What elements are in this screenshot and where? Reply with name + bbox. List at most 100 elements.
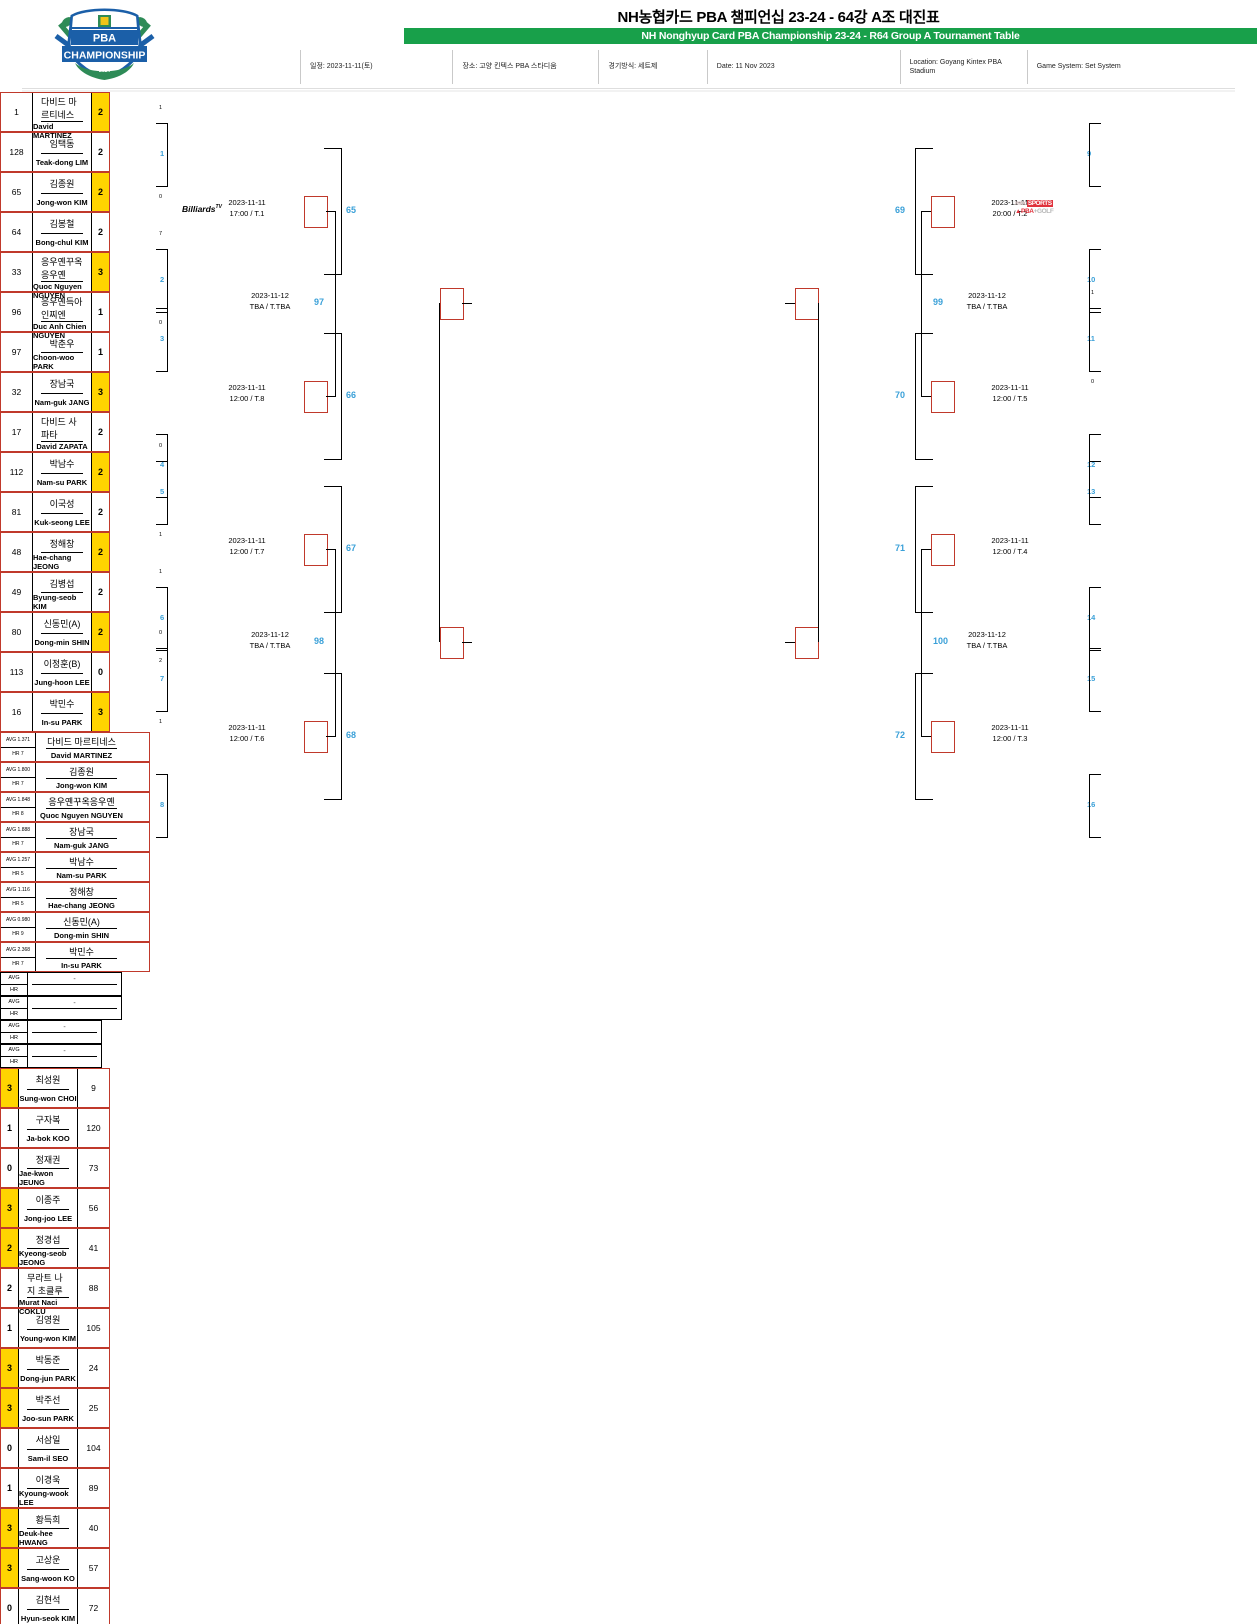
r2-player-card[interactable]: AVG 1.116 HR 5 정해창 Hae-chang JEONG	[0, 882, 150, 912]
connector-line	[1089, 371, 1101, 372]
seed-number: 24	[77, 1349, 109, 1387]
semifinal-winner-slot[interactable]	[440, 288, 464, 320]
player-name-kr: 구자복	[27, 1111, 69, 1130]
player-name: 구자복 Ja-bok KOO	[19, 1109, 77, 1147]
connector-line	[324, 148, 342, 149]
connector-line	[915, 274, 933, 275]
match-winner-slot[interactable]	[304, 196, 328, 228]
r1-match-number: 5	[160, 487, 164, 496]
seed-number: 72	[77, 1589, 109, 1624]
r2-player-card[interactable]: AVG 1.371 HR 7 다비드 마르티네스 David MARTINEZ	[0, 732, 150, 762]
r3-match-number: 100	[933, 636, 948, 646]
r2-match-meta: 2023-11-11 12:00 / T.3	[965, 722, 1055, 745]
centre-rail-left	[439, 303, 440, 642]
stat-hr-label: HR	[1, 1057, 27, 1068]
tbd-match-card[interactable]: AVG HR -	[0, 972, 122, 996]
match-winner-slot[interactable]	[931, 381, 955, 413]
match-winner-slot[interactable]	[304, 534, 328, 566]
seed-number: 17	[1, 413, 33, 451]
player-name: 응우옌꾸옥응우옌 Quoc Nguyen NGUYEN	[36, 793, 127, 821]
stat-labels: AVG HR	[1, 1045, 28, 1067]
connector-line	[1089, 837, 1101, 838]
tbd-match-card[interactable]: AVG HR -	[0, 996, 122, 1020]
player-name-en: In-su PARK	[36, 959, 127, 971]
player-name-en: Sang-woon KO	[19, 1570, 77, 1588]
match-winner-slot[interactable]	[931, 534, 955, 566]
match-winner-slot[interactable]	[931, 196, 955, 228]
r2-player-card[interactable]: AVG 1.800 HR 7 김종원 Jong-won KIM	[0, 762, 150, 792]
tbd-match-card[interactable]: AVG HR -	[0, 1020, 102, 1044]
seed-number: 105	[77, 1309, 109, 1347]
semifinal-winner-slot[interactable]	[795, 627, 819, 659]
connector-line	[156, 371, 168, 372]
player-name: 이국성 Kuk-seong LEE	[33, 493, 91, 531]
set-score-detail: 2	[159, 658, 162, 664]
tbd-match-card[interactable]: AVG HR -	[0, 1044, 102, 1068]
player-name-kr: 김봉철	[41, 215, 83, 234]
seed-number: 89	[77, 1469, 109, 1507]
connector-line	[921, 396, 931, 397]
seed-number: 128	[1, 133, 33, 171]
billiards-tv-logo: BilliardsTV	[182, 204, 222, 214]
player-name-kr: 응우옌꾸옥응우옌	[41, 255, 83, 282]
r2-player-card[interactable]: AVG 1.848 HR 8 응우옌꾸옥응우옌 Quoc Nguyen NGUY…	[0, 792, 150, 822]
player-name-en: Teak-dong LIM	[33, 154, 91, 172]
player-name-en: Young-won KIM	[19, 1330, 77, 1348]
connector-line	[1089, 186, 1101, 187]
semifinal-winner-slot[interactable]	[440, 627, 464, 659]
connector-line	[167, 461, 168, 524]
connector-line	[326, 736, 336, 737]
pba-championship-logo: PBA CHAMPIONSHIP 2024	[42, 6, 167, 84]
semifinal-winner-slot[interactable]	[795, 288, 819, 320]
seed-number: 120	[77, 1109, 109, 1147]
connector-line	[341, 673, 342, 799]
stat-avg: AVG 1.116	[1, 883, 35, 898]
r2-player-card[interactable]: AVG 2.368 HR 7 박민수 In-su PARK	[0, 942, 150, 972]
connector-line	[915, 148, 933, 149]
set-score-detail: 1	[1091, 290, 1094, 296]
match-winner-slot[interactable]	[931, 721, 955, 753]
r2-player-card[interactable]: AVG 1.888 HR 7 장남국 Nam-guk JANG	[0, 822, 150, 852]
seed-number: 32	[1, 373, 33, 411]
player-name-kr: 장남국	[41, 375, 83, 394]
connector-line	[1089, 587, 1090, 650]
player-name: 김종원 Jong-won KIM	[33, 173, 91, 211]
match-winner-slot[interactable]	[304, 381, 328, 413]
centre-rail-right	[818, 303, 819, 642]
r2-player-card[interactable]: AVG 0.980 HR 9 신동민(A) Dong-min SHIN	[0, 912, 150, 942]
r2-player-card[interactable]: AVG 1.257 HR 5 박남수 Nam-su PARK	[0, 852, 150, 882]
event-meta-bar: 일정: 2023-11-11(토) 장소: 고양 킨텍스 PBA 스타디움 경기…	[300, 50, 1257, 84]
meta-date-en: Date: 11 Nov 2023	[707, 50, 900, 84]
match-winner-slot[interactable]	[304, 721, 328, 753]
